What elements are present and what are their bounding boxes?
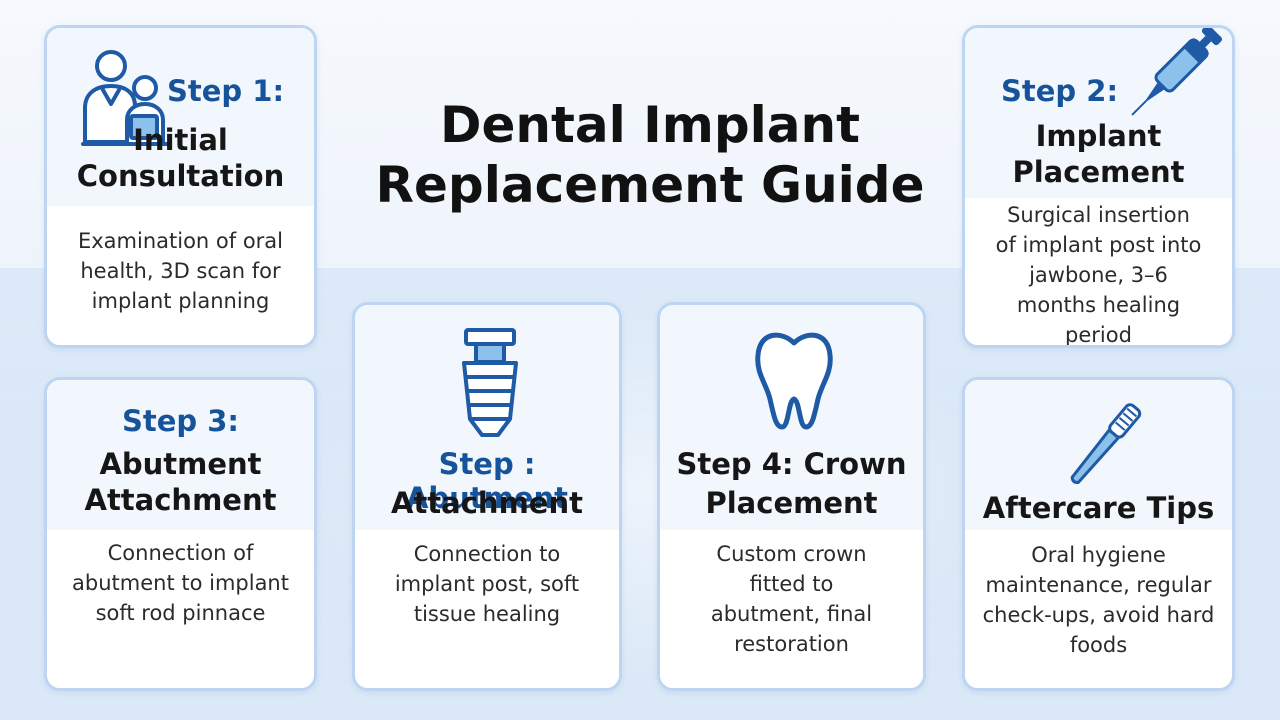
card-body (965, 198, 1232, 345)
card-description: Connection of abutment to implant soft r… (72, 541, 289, 625)
card-description: Examination of oral health, 3D scan for … (77, 229, 284, 313)
card-step-label: Step 4: Crown (676, 447, 907, 481)
card-crown-placement: Step 4: Crown Placement Custom crown fit… (657, 302, 926, 691)
tooth-icon (755, 332, 833, 430)
card-body (47, 530, 314, 688)
consultation-icon (81, 50, 169, 146)
card-abutment-attachment: Step 3: Abutment Attachment Connection o… (44, 377, 317, 691)
syringe-icon (1131, 28, 1223, 116)
card-abutment-attachment-2: Step : Abutment Attachment Connection to… (352, 302, 622, 691)
card-body (355, 530, 619, 688)
page-title: Dental Implant Replacement Guide (375, 96, 925, 214)
card-description: Connection to implant post, soft tissue … (394, 542, 580, 626)
card-title: Aftercare Tips (982, 491, 1215, 525)
card-body (965, 530, 1232, 688)
card-description: Oral hygiene maintenance, regular check-… (982, 543, 1215, 657)
implant-screw-icon (462, 328, 518, 437)
card-body (660, 530, 923, 688)
card-header (47, 380, 314, 530)
card-description: Custom crown fitted to abutment, final r… (710, 542, 873, 656)
card-aftercare-tips: Aftercare Tips Oral hygiene maintenance,… (962, 377, 1235, 691)
card-title: Implant Placement (1012, 119, 1185, 189)
card-step-label: Step : Abutment (405, 447, 569, 515)
card-step-label: Step 3: (121, 404, 240, 438)
card-title: Initial Consultation (76, 123, 285, 193)
card-body (47, 206, 314, 345)
card-step-label: Step 2: (1001, 74, 1119, 108)
card-step-label: Step 1: (167, 74, 285, 108)
card-initial-consultation: Step 1: Initial Consultation Examination… (44, 25, 317, 348)
card-title: Abutment Attachment (84, 447, 277, 517)
card-title: Placement (705, 486, 878, 520)
card-description: Surgical insertion of implant post into … (995, 203, 1202, 347)
card-implant-placement: Step 2: Implant Placement Surgical inser… (962, 25, 1235, 348)
toothbrush-icon (1070, 403, 1142, 484)
card-title: Attachment (391, 486, 583, 520)
